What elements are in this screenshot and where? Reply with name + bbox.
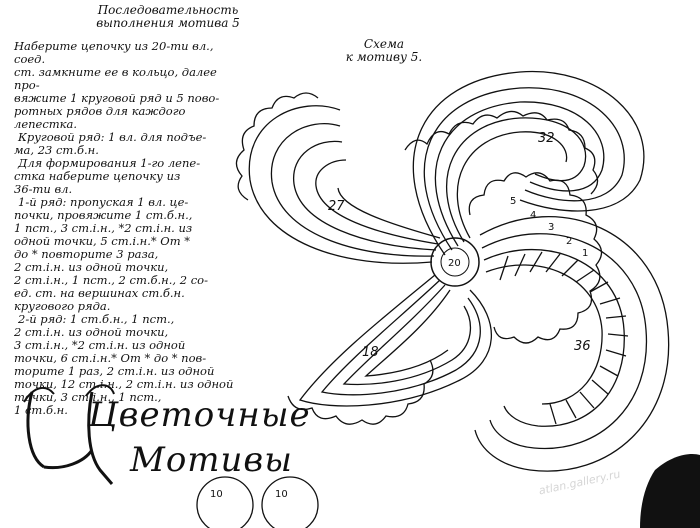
label-petal-left: 27 [328,199,345,214]
instructions-title: Последовательность выполнения мотива 5 [68,4,268,30]
instruction-line: Круговой ряд: 1 вл. для подъе- [18,130,207,144]
instructions-body: Наберите цепочку из 20-ти вл., соед. ст.… [14,40,242,417]
heading-line-1: Цветочные [88,395,311,435]
heading-line-2: Мотивы [130,440,293,480]
bottom-ring-2 [261,476,319,528]
label-petal-top: 32 [538,131,555,146]
petal-left [235,92,441,264]
title-line-1: Последовательность [97,3,239,17]
scheme-caption-line-1: Схема [363,37,405,51]
instruction-line: Наберите цепочку из 20-ти вл., соед. [14,39,214,66]
instruction-line: стка наберите цепочку из [14,169,181,183]
bottom-ring-label: 10 [275,489,288,500]
instruction-line: точки, 6 ст.i.н.* От * до * пов- [14,351,207,365]
center-ring [430,237,480,287]
instruction-line: 2 ст.i.н., 1 пст., 2 ст.б.н., 2 со- [14,273,208,287]
instruction-line: почки, провяжите 1 ст.б.н., [14,208,193,222]
instruction-line: 1 пст., 3 ст.i.н., *2 ст.i.н. из [14,221,193,235]
petal-bottom [287,274,492,425]
row-marker: 5 [510,196,516,207]
label-petal-right: 36 [574,339,591,354]
instruction-line: ротных рядов для каждого лепестка. [14,104,186,131]
instruction-line: ма, 23 ст.б.н. [14,143,99,157]
instruction-line: вяжите 1 круговой ряд и 5 пово- [14,91,220,105]
petal-top [404,70,645,256]
instruction-line: 2-й ряд: 1 ст.б.н., 1 пст., [18,312,175,326]
bottom-ring-1 [196,476,254,528]
instruction-line: торите 1 раз, 2 ст.i.н. из одной [14,364,215,378]
instruction-line: одной точки, 5 ст.i.н.* От * [14,234,191,248]
corner-shape [640,453,700,528]
instruction-line: 2 ст.i.н. из одной точки, [14,325,169,339]
row-marker: 2 [566,236,572,247]
instruction-line: точки, 12 ст.i.н., 2 ст.i.н. из одной [14,377,234,391]
instruction-line: ст. замкните ее в кольцо, далее про- [14,65,217,92]
scheme-caption: Схема к мотиву 5. [336,38,432,64]
instruction-line: 1-й ряд: пропуская 1 вл. це- [18,195,189,209]
label-center: 20 [448,258,461,269]
decorative-initial-icon [23,384,115,485]
row-marker: 3 [548,222,554,233]
instruction-line: 36-ти вл. [14,182,73,196]
row-marker: 4 [530,210,536,221]
bottom-ring-label: 10 [210,489,223,500]
petal-right [468,172,670,472]
title-line-2: выполнения мотива 5 [96,16,240,30]
instruction-line: 3 ст.i.н., *2 ст.i.н. из одной [14,338,186,352]
instruction-line: до * повторите 3 раза, [14,247,159,261]
label-petal-bottom: 18 [362,345,379,360]
row-marker: 1 [582,248,588,259]
instruction-line: Для формирования 1-го лепе- [18,156,201,170]
instruction-line: ед. ст. на вершинах ст.б.н. [14,286,185,300]
instruction-line: точки, 3 ст.i.н., 1 пст., [14,390,162,404]
instruction-line: 2 ст.i.н. из одной точки, [14,260,169,274]
instruction-line: кругового ряда. [14,299,111,313]
scheme-caption-line-2: к мотиву 5. [345,50,423,64]
